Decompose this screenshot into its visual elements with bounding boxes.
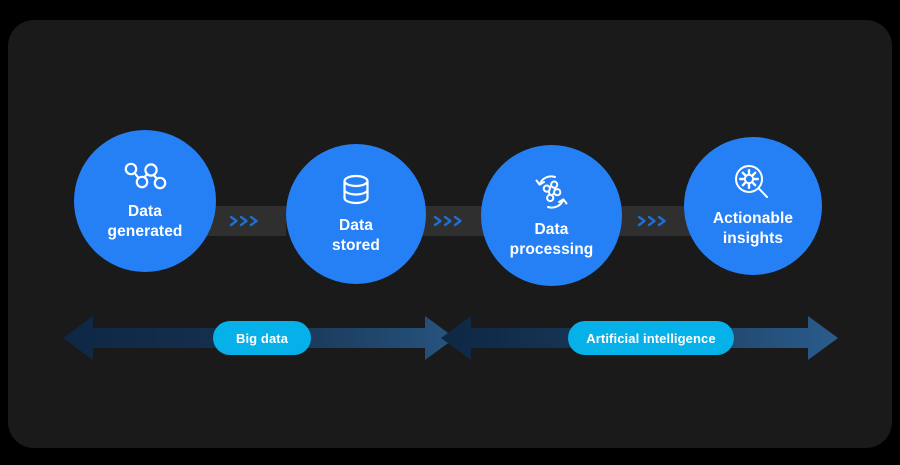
stage-label-actionable-insights: Actionable insights	[712, 210, 794, 247]
processing-refresh-nodes-icon	[528, 172, 576, 214]
connector-data-generated-to-data-stored	[204, 206, 286, 236]
stage-data-stored[interactable]: Data stored	[286, 144, 426, 284]
triple-chevron-right-icon	[228, 214, 262, 228]
triple-chevron-right-icon	[432, 214, 466, 228]
stage-data-processing[interactable]: Data processing	[481, 145, 622, 286]
span-arrows-band: Big data Artificial intelligence	[8, 308, 892, 372]
stage-label-data-generated: Data generated	[107, 203, 183, 240]
span-pill-artificial-intelligence[interactable]: Artificial intelligence	[568, 321, 734, 355]
span-pill-artificial-intelligence-label: Artificial intelligence	[586, 330, 716, 346]
network-nodes-icon	[122, 160, 168, 196]
magnifier-gear-icon	[732, 163, 774, 203]
stage-label-data-processing: Data processing	[509, 220, 594, 258]
diagram-card: Data generated Data stored	[8, 20, 892, 448]
stage-actionable-insights[interactable]: Actionable insights	[684, 137, 822, 275]
database-cylinder-icon	[338, 172, 374, 210]
triple-chevron-right-icon	[636, 214, 670, 228]
span-pill-big-data[interactable]: Big data	[213, 321, 311, 355]
span-arrow-shapes	[63, 316, 838, 360]
span-pill-big-data-label: Big data	[235, 330, 289, 346]
stage-label-data-stored: Data stored	[332, 217, 380, 254]
stage-data-generated[interactable]: Data generated	[74, 130, 216, 272]
connector-data-processing-to-actionable-insights	[612, 206, 694, 236]
